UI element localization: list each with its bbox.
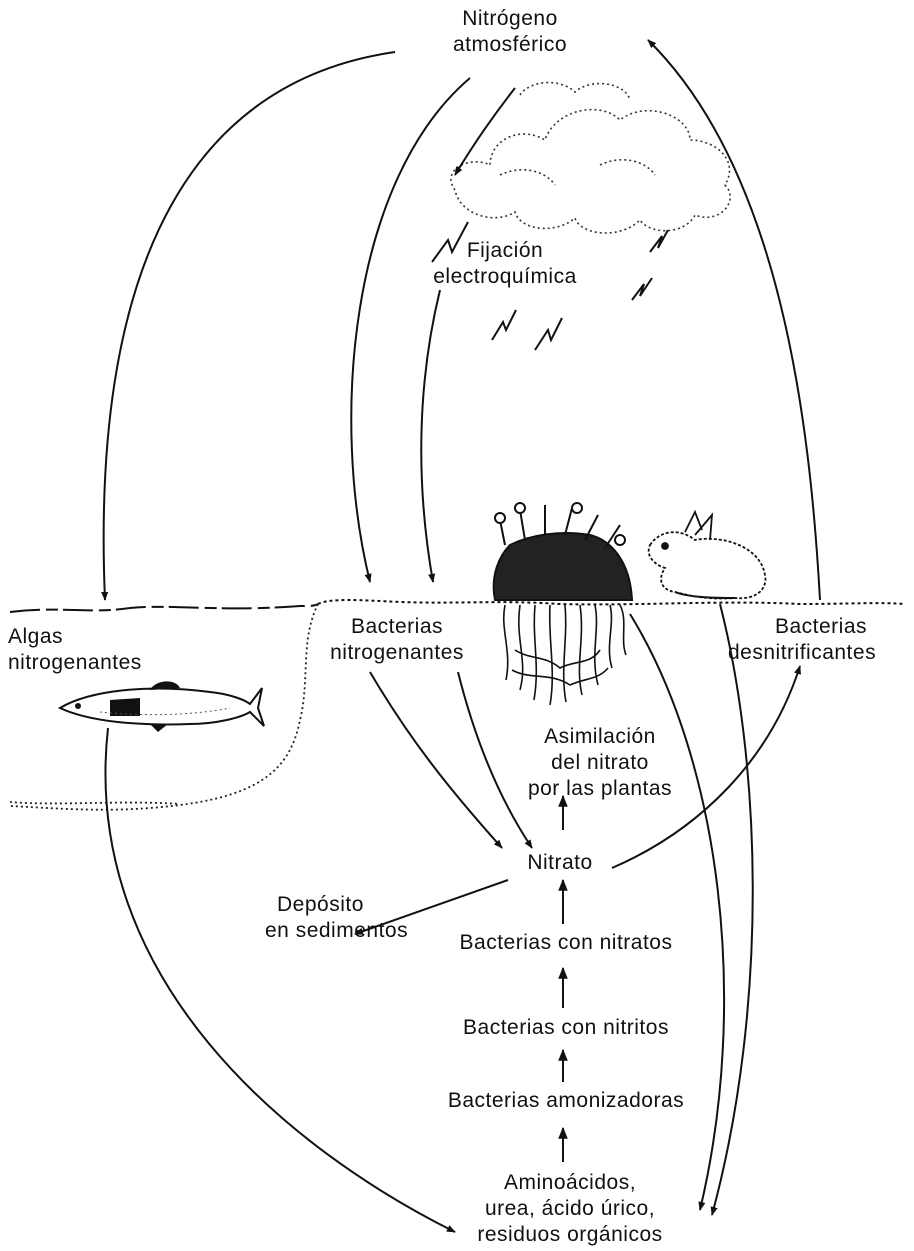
label-line: Depósito xyxy=(265,892,455,918)
fish-illustration xyxy=(60,681,264,732)
arrow-n2-to-fijacion xyxy=(455,88,515,175)
label-line: por las plantas xyxy=(500,776,700,802)
label-nitrato: Nitrato xyxy=(500,850,620,876)
label-line: Algas xyxy=(8,624,168,650)
label-line: Bacterias amonizadoras xyxy=(424,1088,708,1114)
label-bacterias-amonizadoras: Bacterias amonizadoras xyxy=(424,1088,708,1114)
arrow-desnit-to-n2 xyxy=(648,40,820,600)
label-line: del nitrato xyxy=(500,750,700,776)
label-bacterias-nitrogenantes: Bacterias nitrogenantes xyxy=(322,614,472,666)
arrow-fish-to-amino xyxy=(105,728,455,1232)
arrow-n2-to-algas xyxy=(104,52,395,600)
label-line: en sedimentos xyxy=(265,918,455,944)
label-line: residuos orgánicos xyxy=(450,1222,690,1248)
label-asimilacion: Asimilación del nitrato por las plantas xyxy=(500,724,700,802)
arrow-rabbit-to-amino xyxy=(712,604,753,1215)
arrow-plant-to-amino xyxy=(630,614,724,1210)
label-bacterias-desnitrificantes: Bacterias desnitrificantes xyxy=(728,614,914,666)
label-fijacion-electroquimica: Fijación electroquímica xyxy=(405,238,605,290)
label-line: nitrogenantes xyxy=(8,650,168,676)
label-line: Bacterias con nitritos xyxy=(436,1015,696,1041)
cloud-illustration xyxy=(451,83,730,233)
label-aminoacidos: Aminoácidos, urea, ácido úrico, residuos… xyxy=(450,1170,690,1248)
arrow-bn-to-nitrato-1 xyxy=(370,672,502,848)
label-line: Asimilación xyxy=(500,724,700,750)
label-deposito-sedimentos: Depósito en sedimentos xyxy=(265,892,455,944)
label-line: Nitrógeno xyxy=(420,6,600,32)
label-line: Nitrato xyxy=(500,850,620,876)
label-line: nitrogenantes xyxy=(322,640,472,666)
arrow-n2-to-bacterias xyxy=(351,78,470,582)
label-line: Fijación xyxy=(405,238,605,264)
label-line: Bacterias xyxy=(322,614,472,640)
label-algas-nitrogenantes: Algas nitrogenantes xyxy=(8,624,168,676)
arrow-fijacion-to-ground xyxy=(421,290,440,582)
label-line: desnitrificantes xyxy=(728,640,914,666)
ground-line xyxy=(10,600,904,612)
label-bacterias-con-nitritos: Bacterias con nitritos xyxy=(436,1015,696,1041)
plant-illustration xyxy=(494,503,632,705)
label-nitrogeno-atmosferico: Nitrógeno atmosférico xyxy=(420,6,600,58)
label-line: Bacterias xyxy=(728,614,914,640)
label-bacterias-con-nitratos: Bacterias con nitratos xyxy=(436,930,696,956)
label-line: Bacterias con nitratos xyxy=(436,930,696,956)
label-line: electroquímica xyxy=(405,264,605,290)
label-line: urea, ácido úrico, xyxy=(450,1196,690,1222)
label-line: Aminoácidos, xyxy=(450,1170,690,1196)
label-line: atmosférico xyxy=(420,32,600,58)
rabbit-illustration xyxy=(649,512,766,599)
